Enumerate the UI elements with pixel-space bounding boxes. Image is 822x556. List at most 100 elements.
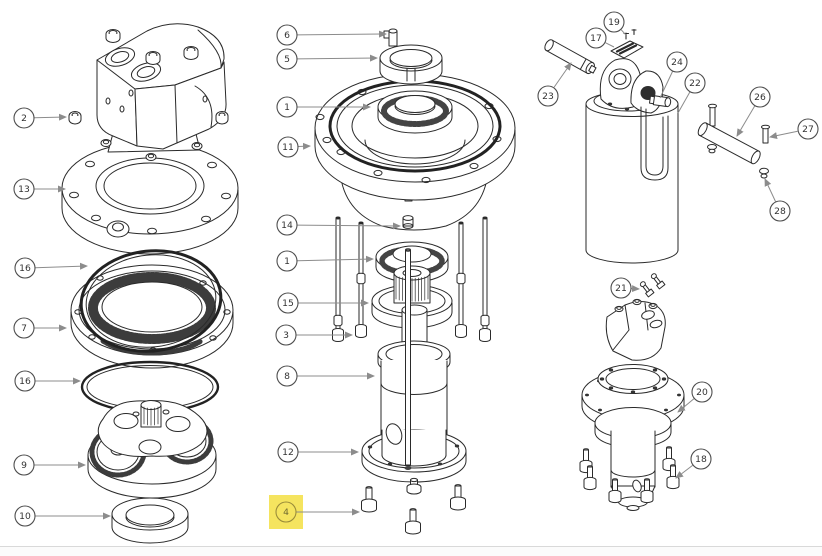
flange-bolt — [583, 465, 597, 491]
callout-balloon — [14, 257, 36, 279]
exploded-parts-diagram-shape — [61, 23, 770, 544]
callout-9[interactable]: 9 — [13, 454, 86, 476]
callout-13[interactable]: 13 — [13, 178, 66, 200]
stud-bolt-shape — [355, 326, 367, 338]
center-plug — [406, 477, 422, 495]
callout-balloon — [797, 118, 819, 140]
callout-number: 9 — [21, 460, 27, 471]
callout-2[interactable]: 2 — [13, 107, 67, 129]
callout-3[interactable]: 3 — [275, 324, 353, 346]
callout-22[interactable]: 22 — [677, 72, 706, 114]
callout-18[interactable]: 18 — [675, 448, 712, 479]
swing-motor-exploded-art-shape — [88, 272, 216, 344]
callout-number: 1 — [284, 256, 290, 267]
motor-top-bolt-shape — [183, 50, 199, 60]
callout-15[interactable]: 15 — [277, 292, 369, 314]
link-tube-shape — [697, 122, 708, 137]
hydraulic-cylinder-exploded-art-shape — [709, 105, 716, 127]
swing-motor-exploded-art-shape — [136, 66, 156, 78]
callout-number: 1 — [284, 102, 290, 113]
link-tube-shape — [698, 122, 760, 165]
callout-23[interactable]: 23 — [537, 62, 572, 107]
callout-number: 27 — [802, 124, 814, 135]
callout-26[interactable]: 26 — [736, 86, 771, 137]
assembled-swing-drive-art-shape — [626, 505, 640, 511]
assembled-swing-drive-art-shape — [632, 479, 642, 493]
stud-bolt-shape — [356, 274, 366, 285]
hydraulic-cylinder-exploded-art-shape — [631, 28, 637, 36]
swing-motor-exploded-art-shape — [132, 411, 140, 417]
gear-housing-exploded-art-shape — [405, 249, 411, 466]
assembled-swing-drive-art — [579, 273, 685, 511]
callout-12[interactable]: 12 — [277, 441, 359, 463]
assembled-swing-drive-art-shape — [585, 393, 589, 397]
callout-number: 26 — [754, 92, 766, 103]
callout-8[interactable]: 8 — [276, 365, 375, 387]
leader-line — [297, 30, 387, 38]
callout-balloon — [603, 11, 625, 33]
leader-line — [677, 398, 695, 413]
assembled-swing-drive-art-shape — [649, 319, 663, 329]
callout-20[interactable]: 20 — [677, 381, 713, 413]
callout-balloon — [276, 365, 298, 387]
callout-balloon — [277, 292, 299, 314]
swing-motor-exploded-art-shape — [106, 220, 130, 238]
callout-24[interactable]: 24 — [659, 51, 688, 99]
grease-fitting-shape — [639, 281, 646, 287]
gear-housing-exploded-art-shape — [454, 444, 460, 448]
callout-11[interactable]: 11 — [277, 136, 311, 158]
callout-balloon — [13, 107, 35, 129]
assembled-swing-drive-art-shape-shape — [634, 299, 640, 303]
callout-balloon — [276, 96, 298, 118]
callout-10[interactable]: 10 — [14, 505, 111, 527]
assembled-swing-drive-art-shape — [608, 386, 614, 390]
callout-27[interactable]: 27 — [769, 118, 819, 140]
callout-16[interactable]: 16 — [14, 257, 88, 279]
callout-16[interactable]: 16 — [14, 370, 81, 392]
leader-line — [35, 262, 88, 270]
swing-motor-exploded-art-shape — [209, 335, 217, 341]
swing-motor-exploded-art-shape — [145, 153, 157, 161]
callout-balloon — [13, 317, 35, 339]
callout-number: 6 — [284, 30, 290, 41]
flange-bolt-shape — [666, 478, 680, 490]
callout-number: 20 — [696, 387, 708, 398]
hydraulic-cylinder-exploded-art-shape — [640, 106, 669, 181]
swing-motor-exploded-art-shape — [191, 142, 203, 150]
mount-bolt-shape — [405, 523, 421, 535]
callout-1[interactable]: 1 — [276, 96, 371, 118]
gear-housing-exploded-art-shape — [380, 382, 448, 395]
callout-balloon — [684, 72, 706, 94]
callout-19[interactable]: 19 — [603, 11, 627, 36]
stud-bolt-shape — [455, 326, 467, 338]
callout-7[interactable]: 7 — [13, 317, 67, 339]
callout-number: 7 — [21, 323, 27, 334]
callout-17[interactable]: 17 — [585, 27, 615, 49]
assembled-swing-drive-art-shape — [608, 368, 614, 372]
callout-14[interactable]: 14 — [276, 214, 401, 236]
leader-line — [677, 91, 691, 114]
callout-number: 12 — [282, 447, 294, 458]
lock-nut — [215, 111, 229, 125]
clevis-pin-shape — [544, 39, 554, 52]
stud-bolt-shape — [458, 221, 464, 225]
callout-1[interactable]: 1 — [276, 250, 374, 272]
callout-4[interactable]: 4 — [269, 495, 360, 529]
callout-number: 23 — [542, 91, 554, 102]
callout-5[interactable]: 5 — [276, 48, 378, 70]
center-plug-shape — [410, 477, 418, 483]
callout-28[interactable]: 28 — [764, 178, 791, 222]
callout-balloon — [276, 24, 298, 46]
callout-number: 11 — [282, 142, 294, 153]
callout-21[interactable]: 21 — [610, 277, 640, 299]
callout-balloon — [275, 324, 297, 346]
stud-bolt-shape — [456, 274, 466, 285]
assembled-swing-drive-art-shape-shape — [650, 303, 656, 307]
hydraulic-cylinder-exploded-art-shape — [645, 108, 664, 176]
gear-housing-exploded-art-shape — [404, 466, 412, 470]
callout-number: 10 — [19, 511, 31, 522]
callout-6[interactable]: 6 — [276, 24, 387, 46]
clevis-pin-shape — [580, 58, 587, 70]
stud-bolt-shape — [335, 216, 341, 220]
